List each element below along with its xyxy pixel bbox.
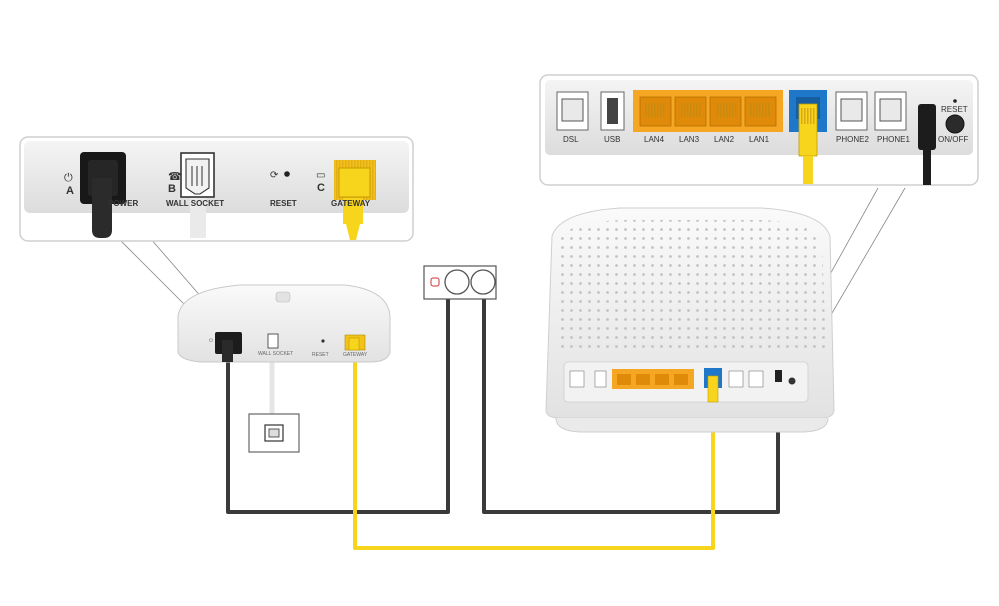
wan-port[interactable] [789, 90, 827, 184]
onoff-button[interactable]: ON/OFF [938, 114, 968, 144]
wall-outlet[interactable] [423, 265, 497, 300]
onoff-label: ON/OFF [938, 135, 968, 144]
wall-socket-port[interactable]: ☎ B WALL SOCKET [166, 152, 224, 238]
socket-letter: B [168, 183, 176, 195]
socket-label: WALL SOCKET [166, 199, 224, 208]
phone-wall-jack[interactable] [248, 413, 300, 453]
reset-button[interactable]: ⟳ RESET [270, 170, 297, 208]
computer-icon: ▭ [316, 170, 325, 181]
gateway-label: GATEWAY [331, 199, 371, 208]
power-port[interactable]: ⏻ A POWER [64, 152, 138, 238]
svg-text:⏻: ⏻ [209, 338, 213, 344]
lan4-port[interactable]: LAN4 [639, 96, 672, 144]
svg-text:RESET: RESET [312, 352, 329, 358]
power-label: POWER [108, 199, 138, 208]
phone2-port[interactable]: PHONE2 [835, 91, 869, 144]
ethernet-cable[interactable] [353, 353, 715, 550]
lan3-port[interactable]: LAN3 [674, 96, 707, 144]
port-label-lan3: LAN3 [679, 135, 700, 144]
port-label-dsl: DSL [563, 135, 579, 144]
port-label-lan4: LAN4 [644, 135, 665, 144]
cables [117, 187, 906, 550]
power-icon: ⏻ [64, 172, 73, 184]
usb-port[interactable]: USB [600, 91, 625, 144]
lan2-port[interactable]: LAN2 [709, 96, 742, 144]
router-device [545, 207, 835, 433]
port-label-lan1: LAN1 [749, 135, 770, 144]
router-power-cable[interactable] [482, 291, 780, 514]
phone-icon: ☎ [168, 171, 182, 183]
lan1-port[interactable]: LAN1 [744, 96, 777, 144]
adapter-zoom-panel: ⏻ A POWER ☎ B WALL SOCKET ⟳ RESET [19, 136, 414, 242]
port-label-lan2: LAN2 [714, 135, 735, 144]
port-label-phone2: PHONE2 [836, 135, 869, 144]
gateway-letter: C [317, 182, 325, 194]
reset-label: RESET [270, 199, 297, 208]
gateway-port[interactable]: ▭ C GATEWAY [316, 160, 376, 240]
dsl-port[interactable]: DSL [556, 91, 589, 144]
svg-text:GATEWAY: GATEWAY [343, 352, 368, 358]
adapter-device: ⏻ WALL SOCKET RESET GATEWAY [177, 284, 391, 363]
svg-text:WALL SOCKET: WALL SOCKET [258, 351, 293, 357]
router-reset-button[interactable]: RESET [941, 99, 968, 114]
router-power-jack[interactable] [918, 104, 936, 185]
port-label-phone1: PHONE1 [877, 135, 910, 144]
reset-icon: ⟳ [270, 170, 279, 181]
router-zoom-panel: DSL USB LAN4 LAN3 LAN2 LAN1 [539, 74, 979, 186]
port-label-usb: USB [604, 135, 620, 144]
router-reset-label: RESET [941, 105, 968, 114]
power-letter: A [66, 185, 74, 197]
power-cable[interactable] [226, 291, 450, 514]
phone1-port[interactable]: PHONE1 [874, 91, 910, 144]
